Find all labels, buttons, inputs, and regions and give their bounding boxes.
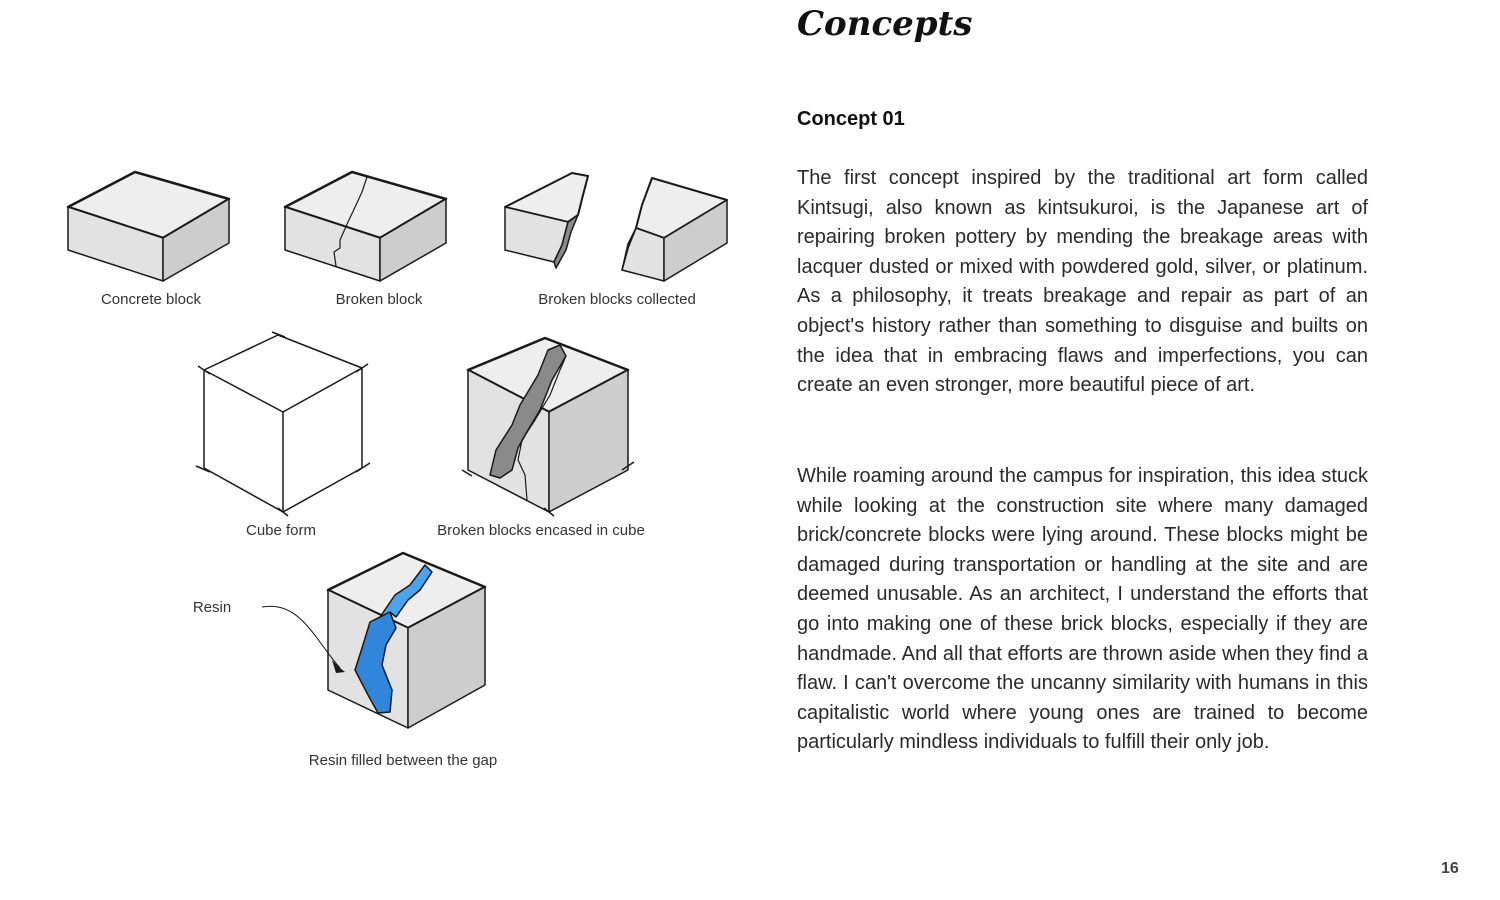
broken-blocks-collected-drawing: [504, 172, 728, 282]
page-title: Concepts: [797, 4, 973, 44]
caption-resin-filled: Resin filled between the gap: [308, 752, 498, 769]
concrete-block-drawing: [66, 170, 231, 282]
broken-block-drawing: [283, 170, 448, 282]
concept-illustrations: [66, 170, 728, 729]
caption-broken-blocks-collected: Broken blocks collected: [538, 291, 696, 308]
caption-broken-block: Broken block: [335, 291, 423, 308]
section-heading: Concept 01: [797, 108, 905, 130]
paragraph-2: While roaming around the campus for insp…: [797, 465, 1368, 754]
label-resin: Resin: [192, 599, 232, 616]
caption-encased: Broken blocks encased in cube: [437, 522, 645, 539]
encased-cube-drawing: [461, 336, 635, 517]
paragraph-1: The first concept inspired by the tradit…: [797, 167, 1368, 397]
caption-cube-form: Cube form: [245, 522, 317, 539]
cube-form-drawing: [195, 331, 371, 517]
caption-concrete-block: Concrete block: [100, 291, 202, 308]
resin-cube-drawing: [261, 551, 487, 729]
page-number: 16: [1441, 860, 1459, 877]
